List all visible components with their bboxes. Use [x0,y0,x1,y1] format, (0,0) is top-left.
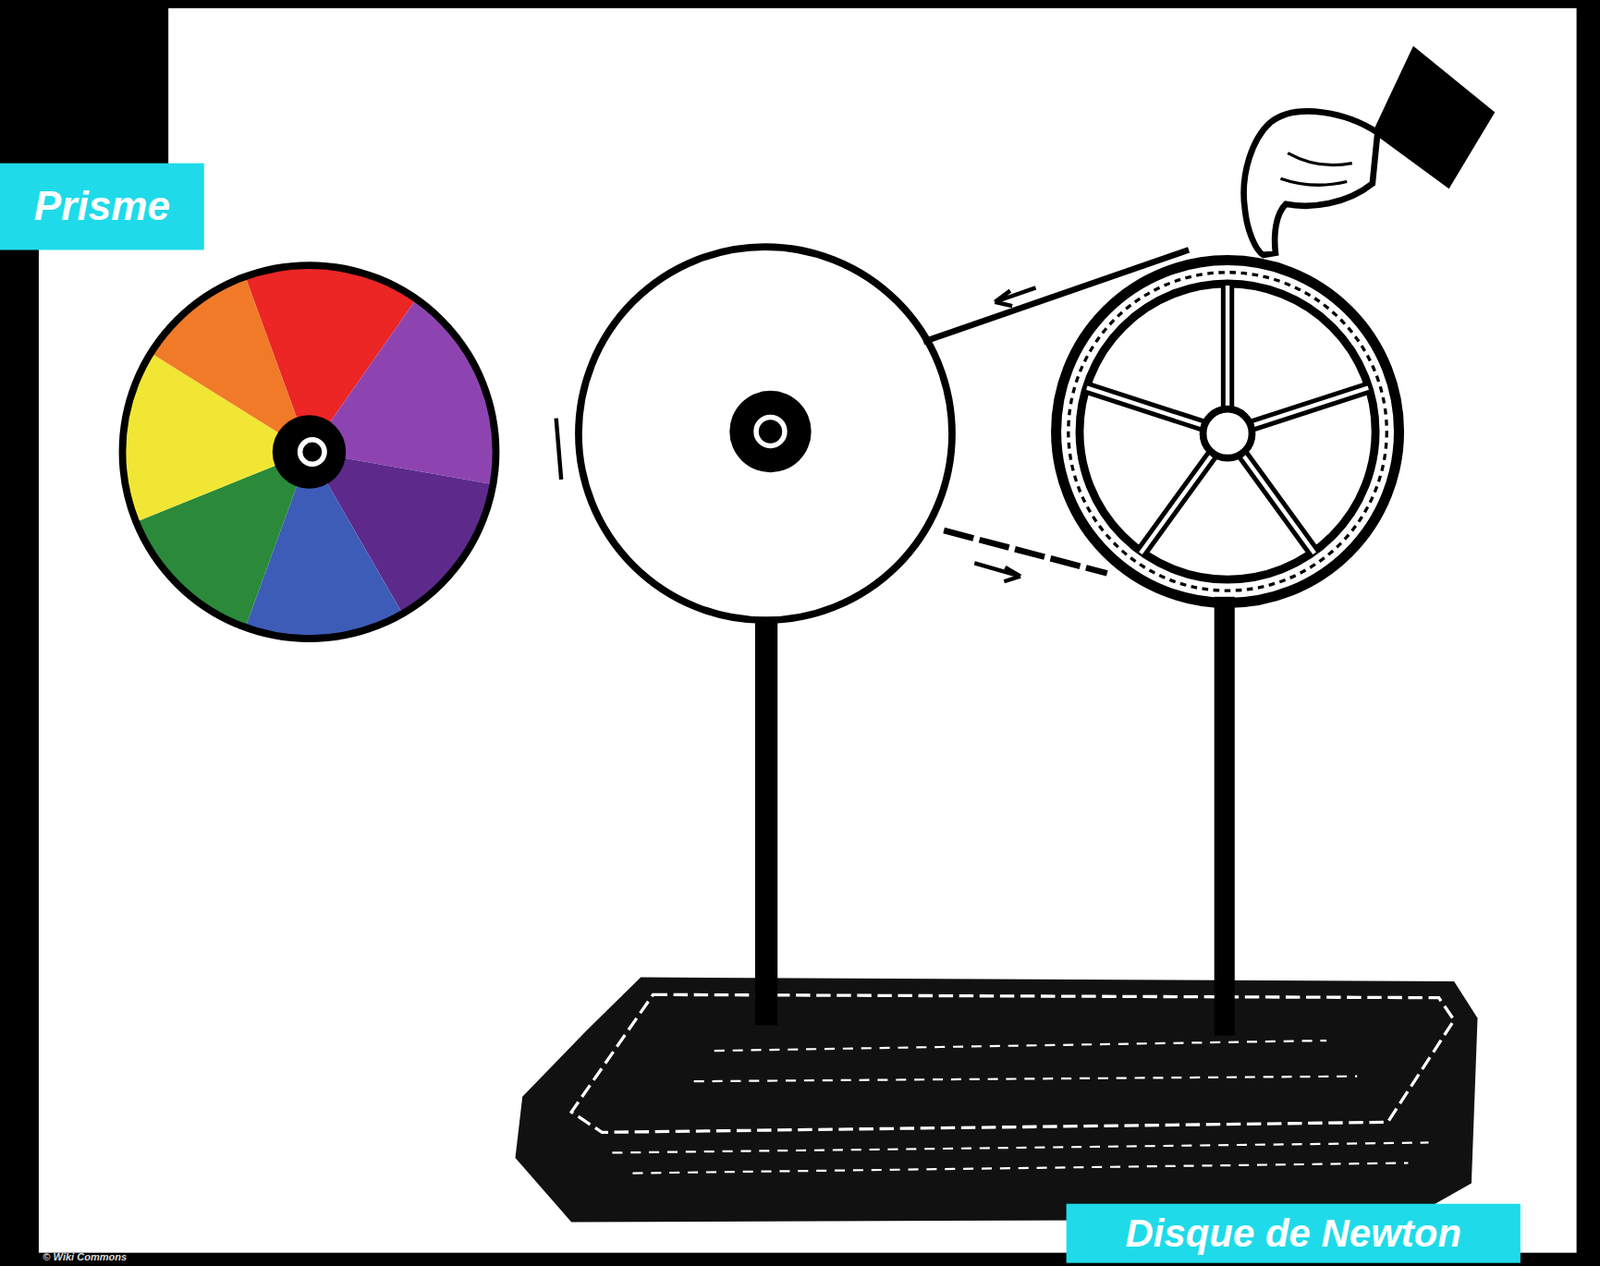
base [514,977,1478,1223]
label-tag: Prisme [0,163,205,251]
credit-text: © Wiki Commons [42,1252,127,1264]
wheel-rim-texture [1068,272,1387,591]
wheel-rod [1214,597,1235,1037]
wheel-hub [1203,409,1253,459]
wheel-outline [122,265,496,639]
white-panel [38,8,1577,1254]
wheel-rim-inner [1079,283,1376,580]
base-hatch [571,994,1454,1133]
tag-text: Disque de Newton [1124,1211,1462,1256]
cuff [1372,46,1495,190]
tag-text: Prisme [34,183,171,231]
hand-detail [1280,153,1352,186]
corner-block [30,0,169,169]
belt-arrow [994,287,1036,306]
wheel-spokes [1087,285,1368,554]
label-tag: Disque de Newton [1066,1204,1521,1264]
wheel-hub [272,415,346,489]
base-texture [611,1040,1429,1174]
belt-bottom [943,530,1108,574]
disk-rod [755,617,778,1026]
disk-hub-ring [756,417,785,447]
newton-disk [578,246,953,621]
belt-top [923,249,1189,342]
belt-arrow [974,562,1021,582]
color-wheel [122,265,496,639]
wheel-rim [1056,260,1400,604]
rotation-mark [556,418,562,480]
disk-hub [729,390,811,473]
hand [1244,110,1379,256]
wheel-hub-ring [300,439,325,465]
